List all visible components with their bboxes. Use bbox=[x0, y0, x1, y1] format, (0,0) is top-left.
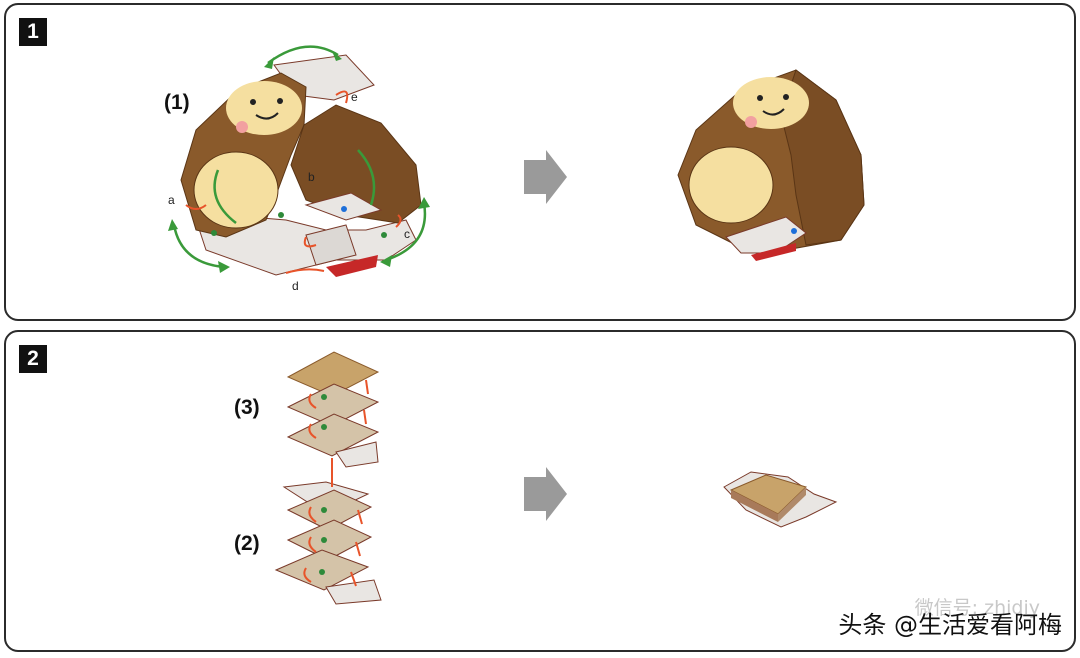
right-arrow-icon bbox=[524, 467, 567, 521]
step-1-badge: 1 bbox=[19, 18, 47, 46]
fold-letter-b: b bbox=[308, 170, 315, 184]
right-arrow-icon bbox=[524, 150, 567, 204]
fold-letter-c: c bbox=[404, 227, 410, 241]
step-1-illustration bbox=[168, 45, 865, 277]
step-1-sub-label: (1) bbox=[164, 91, 190, 114]
step-2-label-top: (3) bbox=[234, 396, 260, 419]
fold-letter-a: a bbox=[168, 193, 175, 207]
watermark: 头条 @生活爱看阿梅 bbox=[838, 611, 1062, 639]
step-2-panel: 2 bbox=[4, 330, 1076, 652]
step-2-illustration bbox=[274, 351, 838, 605]
fold-letter-d: d bbox=[292, 279, 299, 293]
fold-letter-e: e bbox=[351, 90, 358, 104]
sloth-assembly-icon bbox=[168, 45, 430, 277]
folded-stack-icon bbox=[723, 471, 838, 528]
step-2-badge: 2 bbox=[19, 345, 47, 373]
watermark-faint: 微信号: zhidiy bbox=[914, 597, 1040, 619]
step-2-label-bottom: (2) bbox=[234, 532, 260, 555]
sloth-finished-icon bbox=[677, 69, 865, 261]
card-stack-icon bbox=[274, 351, 382, 605]
step-1-panel: 1 bbox=[4, 3, 1076, 321]
